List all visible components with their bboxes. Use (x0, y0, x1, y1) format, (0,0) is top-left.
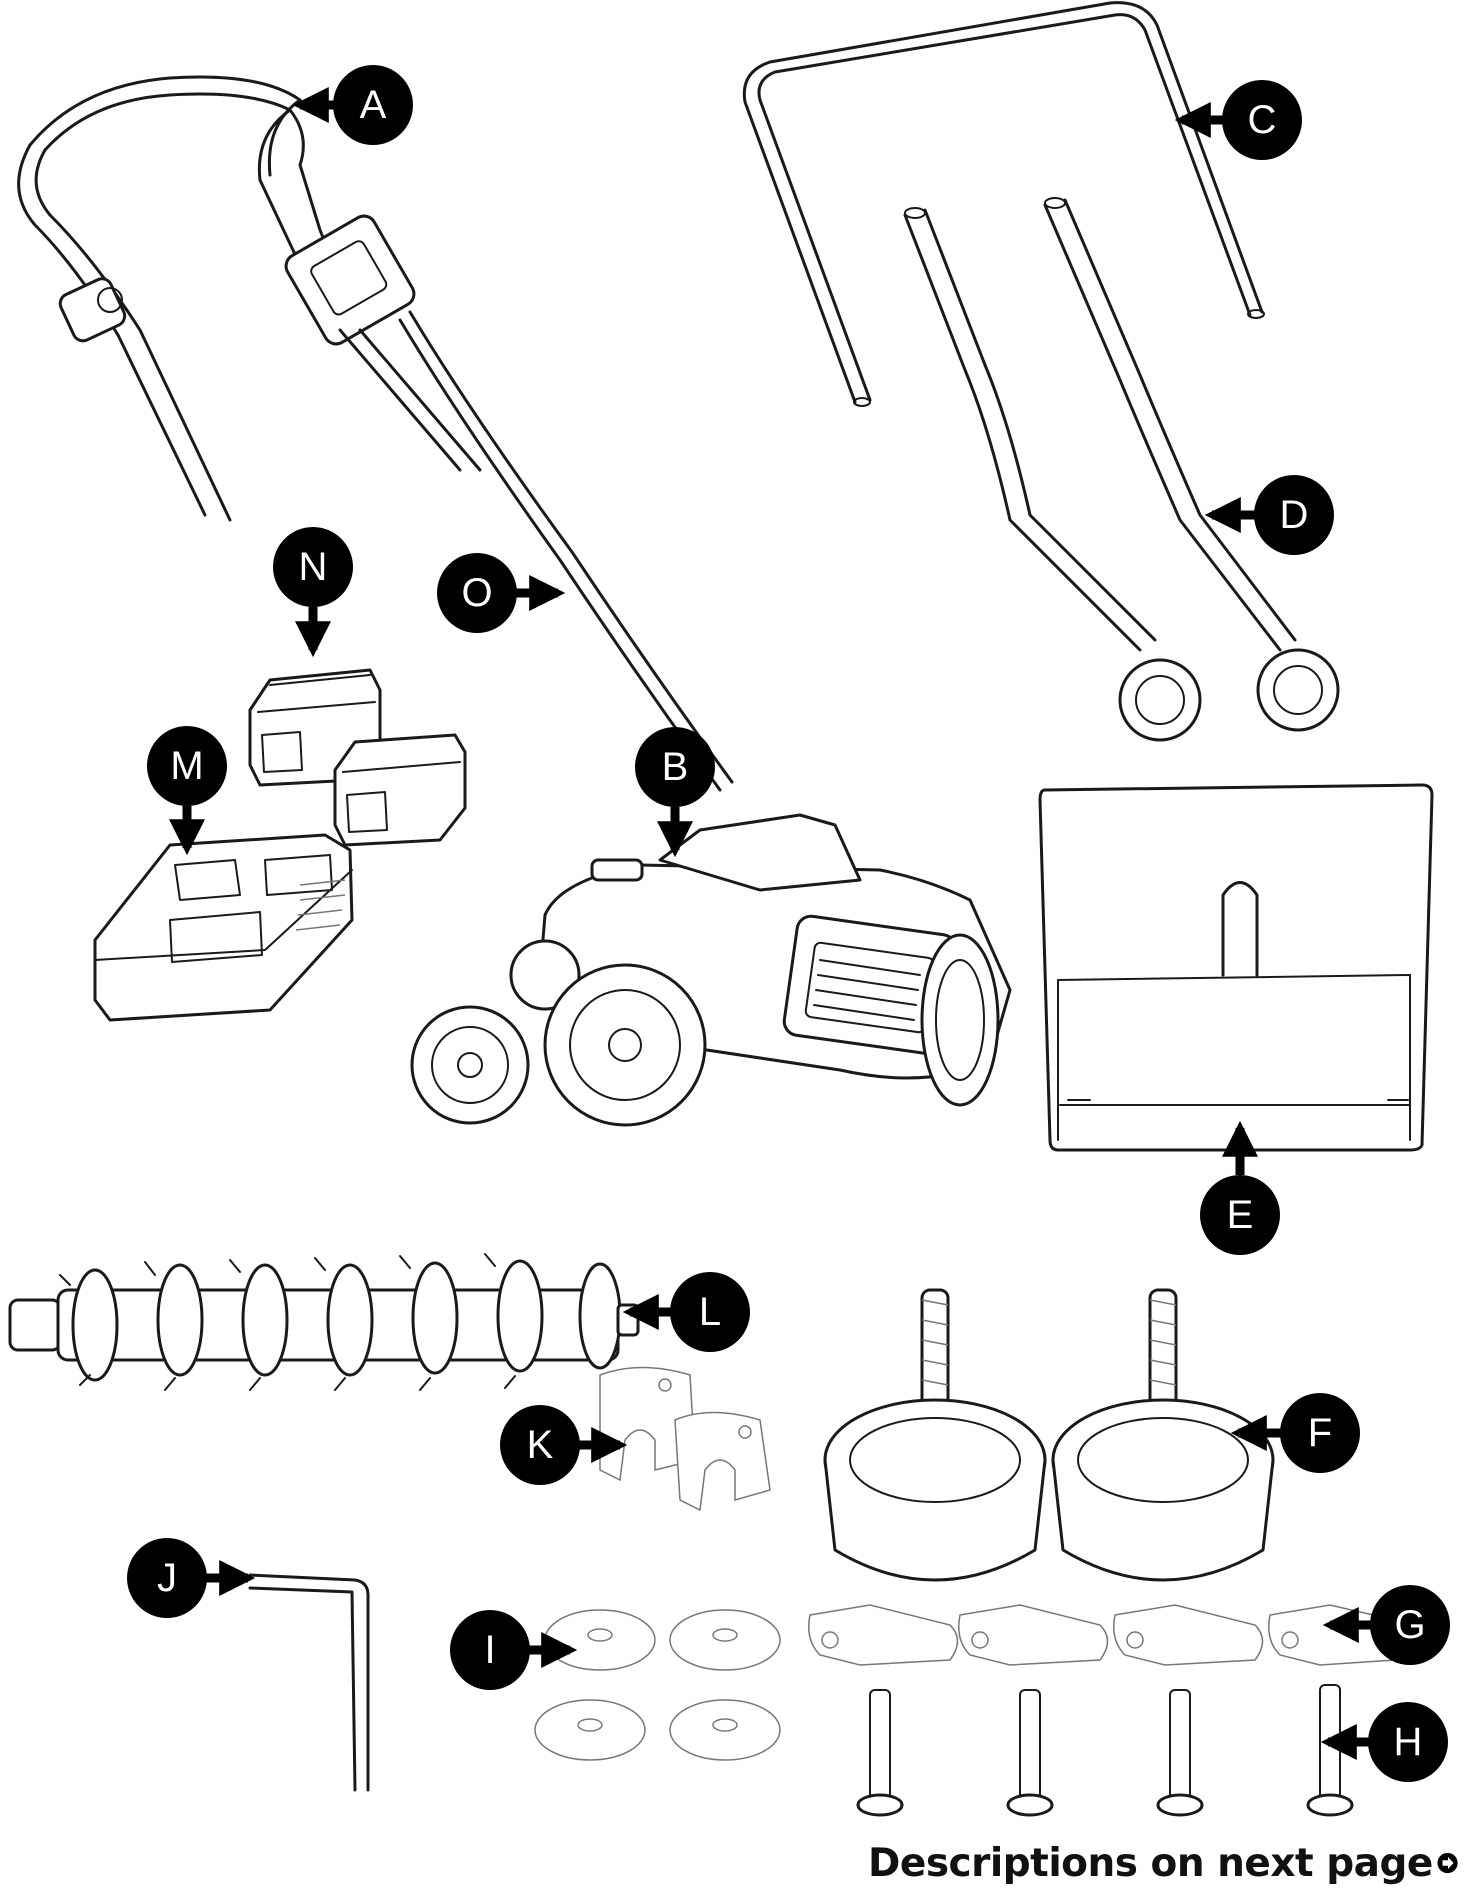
callout-label-l: L (699, 1290, 721, 1334)
callout-h: H (1320, 1702, 1448, 1782)
part-m-charger (93, 833, 354, 1022)
callout-g: G (1322, 1585, 1450, 1665)
part-d-lower-tubes (903, 197, 1340, 742)
footer-text: Descriptions on next page (868, 1840, 1433, 1886)
callout-label-g: G (1394, 1603, 1425, 1647)
callout-label-e: E (1227, 1193, 1254, 1237)
part-b-main-body (410, 813, 1012, 1127)
part-g-blades (808, 1604, 1399, 1666)
callout-j: J (127, 1538, 256, 1618)
callout-b: B (635, 727, 715, 858)
callout-label-o: O (461, 571, 492, 615)
callout-n: N (273, 527, 353, 658)
callout-label-f: F (1308, 1411, 1332, 1455)
callout-o: O (437, 553, 566, 633)
part-i-washers (534, 1609, 781, 1761)
part-a-upper-handle (17, 75, 482, 522)
callout-m: M (147, 726, 227, 856)
callout-label-d: D (1280, 493, 1309, 537)
callout-c: C (1174, 80, 1302, 160)
callout-label-h: H (1394, 1720, 1423, 1764)
callout-label-k: K (527, 1423, 554, 1467)
roller-discs (71, 1259, 622, 1382)
callout-e: E (1200, 1120, 1280, 1255)
callout-label-m: M (170, 744, 203, 788)
part-l-roller (8, 1253, 640, 1391)
callout-k: K (500, 1405, 628, 1485)
callout-label-n: N (299, 545, 328, 589)
part-o-cable (398, 310, 734, 792)
callout-d: D (1204, 475, 1334, 555)
callout-label-i: I (484, 1628, 495, 1672)
part-f-knobs (823, 1288, 1275, 1582)
part-n-batteries (248, 668, 467, 847)
callout-label-b: B (662, 745, 689, 789)
part-c-top-bar (742, 1, 1265, 407)
part-k-clips (599, 1366, 771, 1512)
callout-label-c: C (1248, 98, 1277, 142)
callout-l: L (622, 1272, 750, 1352)
arrow-right-circle-icon (1437, 1852, 1458, 1874)
callout-i: I (450, 1610, 578, 1690)
part-e-collection-tray (1038, 783, 1434, 1152)
footer-next-page[interactable]: Descriptions on next page (868, 1838, 1458, 1888)
part-j-allen-key (248, 1573, 370, 1792)
part-h-bolts (856, 1684, 1354, 1817)
callout-label-a: A (360, 83, 387, 127)
callout-label-j: J (157, 1556, 177, 1600)
callout-f: F (1230, 1393, 1360, 1473)
callout-a: A (292, 65, 413, 145)
